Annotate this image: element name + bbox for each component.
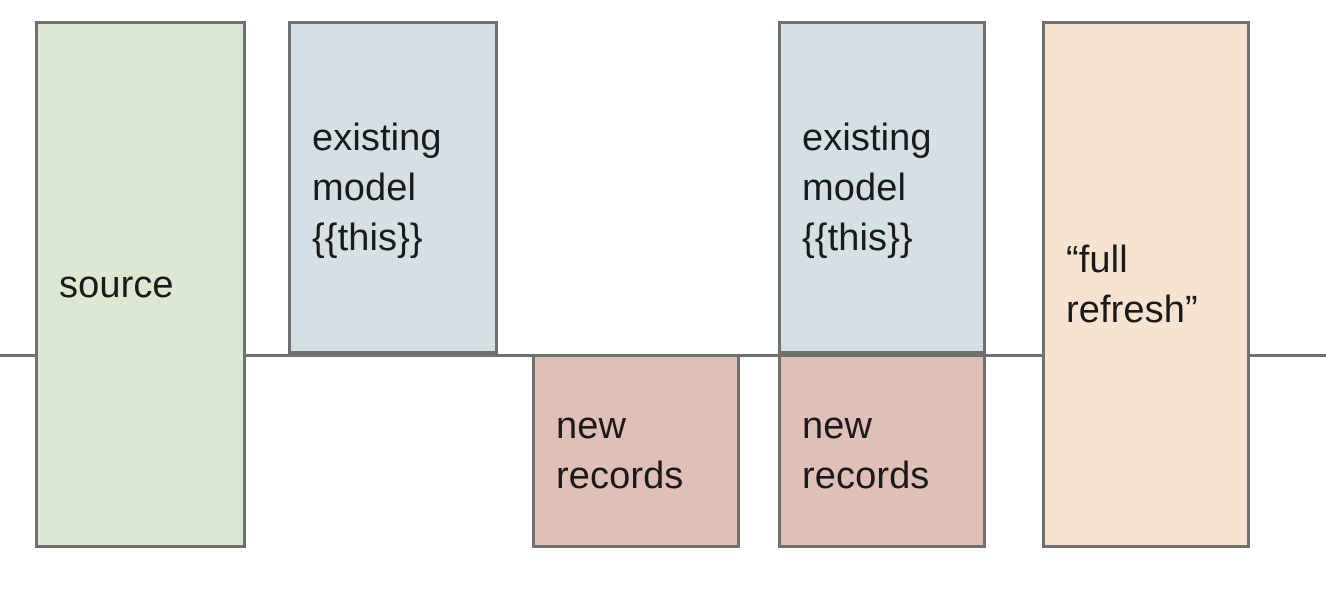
node-existing-model-b-label: existing model {{this}}	[802, 116, 932, 259]
node-new-records-a-label: new records	[556, 405, 684, 497]
node-full-refresh[interactable]: “full refresh”	[1042, 21, 1250, 548]
node-full-refresh-label: “full refresh”	[1066, 238, 1198, 331]
node-existing-model-a[interactable]: existing model {{this}}	[288, 21, 498, 354]
node-new-records-b-label: new records	[802, 405, 930, 497]
node-new-records-b[interactable]: new records	[778, 354, 986, 548]
node-existing-model-b[interactable]: existing model {{this}}	[778, 21, 986, 354]
node-source[interactable]: source	[35, 21, 246, 548]
node-new-records-a[interactable]: new records	[532, 354, 740, 548]
node-source-label: source	[59, 263, 174, 306]
node-existing-model-a-label: existing model {{this}}	[312, 116, 442, 259]
